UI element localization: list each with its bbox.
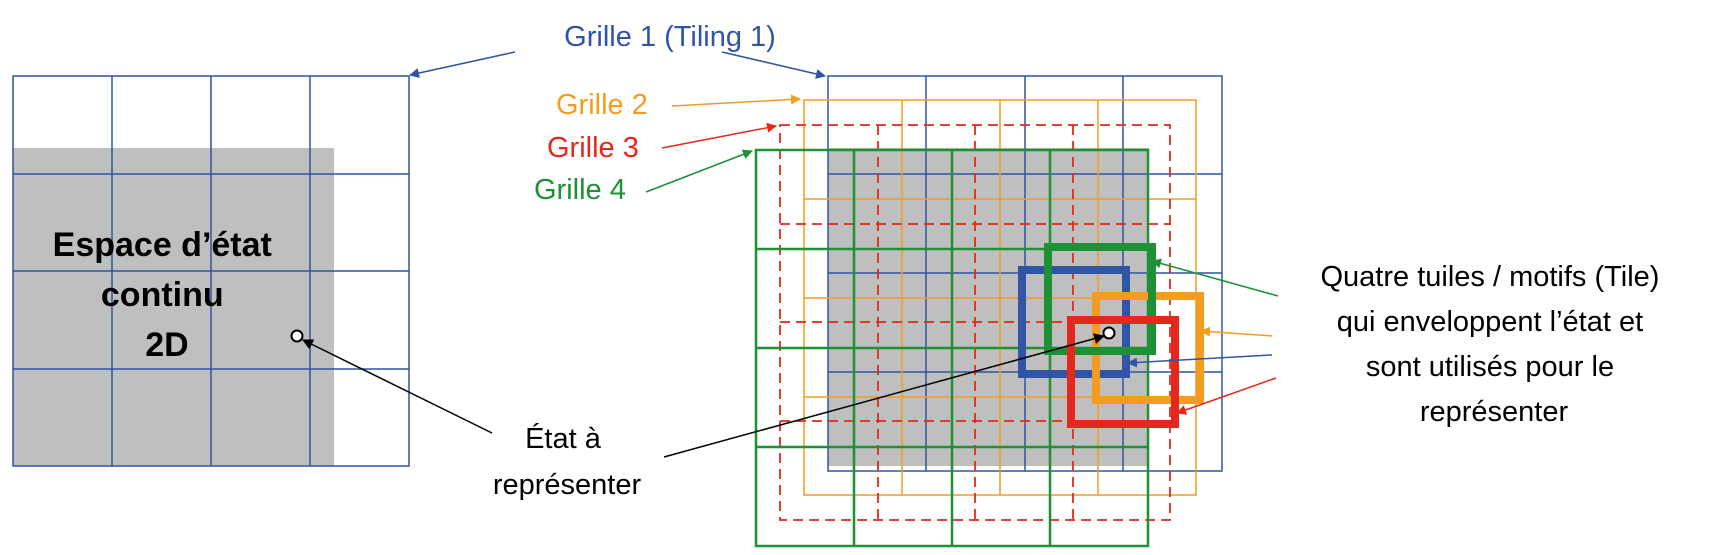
grid-2-label: Grille 2 [556,89,648,121]
state-point-arrow-left [302,339,493,434]
tiles-arrow-orange [1200,326,1273,337]
state-space-shaded-area-right [828,148,1149,466]
tiles-arrow-red [1176,377,1277,415]
tiling-1-grid-left [12,75,410,467]
tiling-1-arrow-right [721,51,826,79]
tiles-arrow-blue [1127,354,1273,368]
tiling-1-label: Grille 1 (Tiling 1) [564,21,776,53]
grid-4-label: Grille 4 [534,174,626,206]
active-tile-grid-3 [1067,316,1179,428]
state-point-label: État à représenter [493,422,642,501]
tiles-caption: Quatre tuiles / motifs (Tile) qui envelo… [1320,261,1667,428]
state-space-label: Espace d’état continu 2D [53,226,282,364]
state-space-shaded-area [13,148,334,466]
state-point-left [290,329,304,343]
state-space-panel: Espace d’état continu 2D [12,75,410,467]
grid-4-arrow [645,149,753,193]
grid-3-arrow [661,122,777,149]
grid-3-label: Grille 3 [547,132,639,164]
tilings-panel [754,75,1223,548]
state-point-arrow-right [663,333,1106,458]
state-point-right [1102,326,1116,340]
tiling-1-arrow-left [409,51,516,78]
active-tile-grid-4 [1044,243,1156,355]
grid-2-arrow [671,94,801,107]
tiles-arrow-green [1151,258,1279,297]
